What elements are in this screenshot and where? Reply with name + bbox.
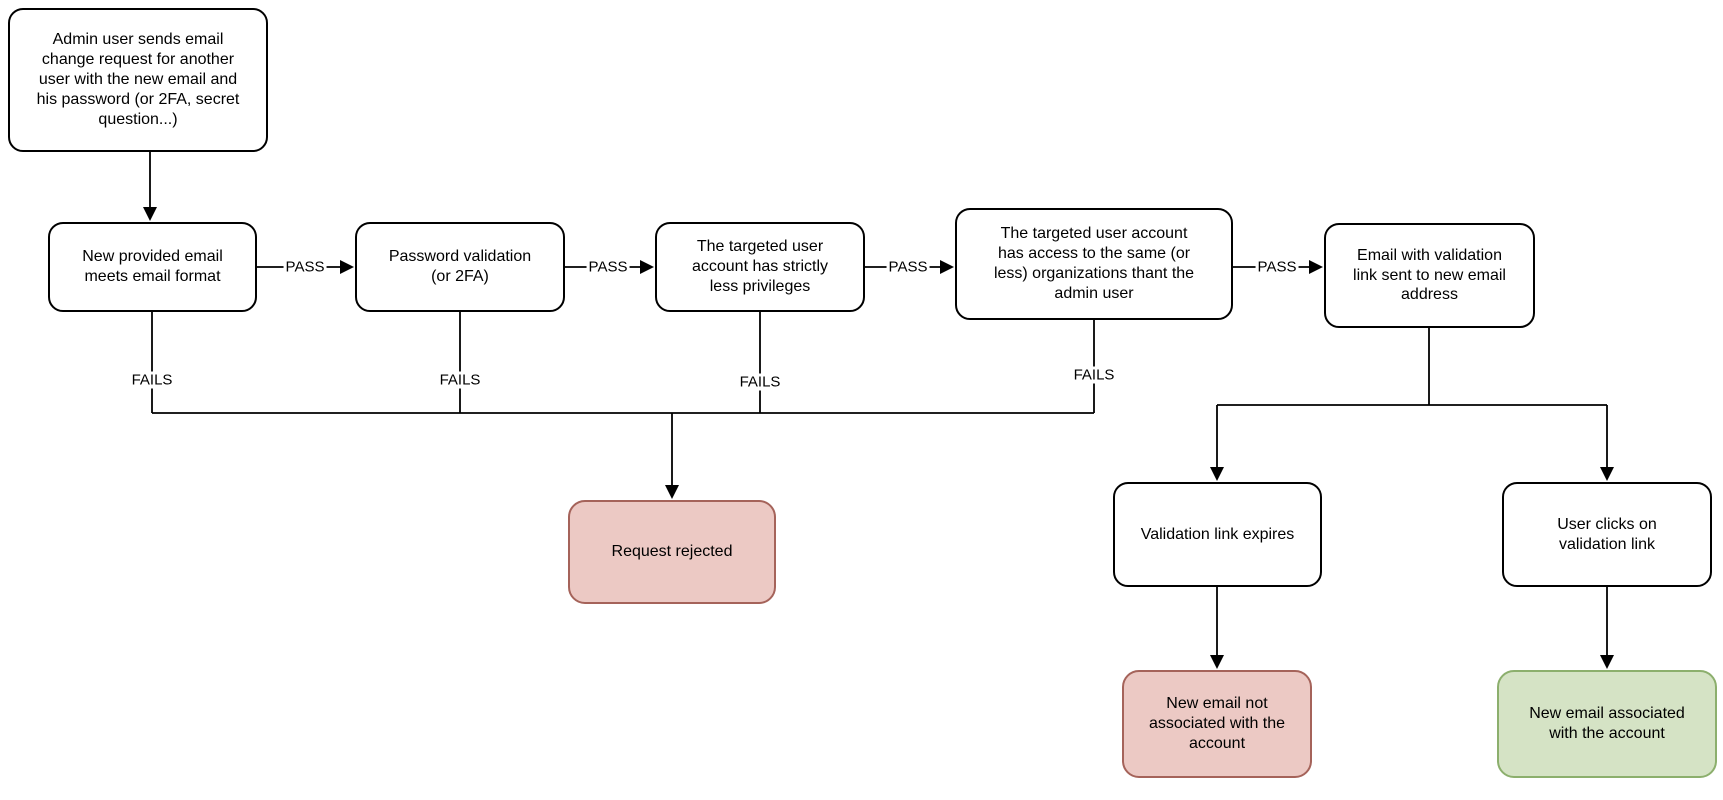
pass-label-1: PASS	[283, 258, 327, 276]
fails-label-4: FAILS	[1071, 366, 1117, 384]
node-email-not-associated: New email not associated with the accoun…	[1122, 670, 1312, 778]
node-validation-email-sent: Email with validation link sent to new e…	[1324, 223, 1535, 328]
node-validation-link-expires: Validation link expires	[1113, 482, 1322, 587]
fails-label-3: FAILS	[737, 373, 783, 391]
fails-label-2: FAILS	[437, 371, 483, 389]
node-privileges-check: The targeted user account has strictly l…	[655, 222, 865, 312]
node-password-validation: Password validation (or 2FA)	[355, 222, 565, 312]
pass-label-4: PASS	[1255, 258, 1299, 276]
pass-label-2: PASS	[586, 258, 630, 276]
node-organizations-check: The targeted user account has access to …	[955, 208, 1233, 320]
node-email-format-check: New provided email meets email format	[48, 222, 257, 312]
node-email-associated: New email associated with the account	[1497, 670, 1717, 778]
fails-label-1: FAILS	[129, 371, 175, 389]
node-admin-email-request: Admin user sends email change request fo…	[8, 8, 268, 152]
pass-label-3: PASS	[886, 258, 930, 276]
node-user-clicks-link: User clicks on validation link	[1502, 482, 1712, 587]
node-request-rejected: Request rejected	[568, 500, 776, 604]
